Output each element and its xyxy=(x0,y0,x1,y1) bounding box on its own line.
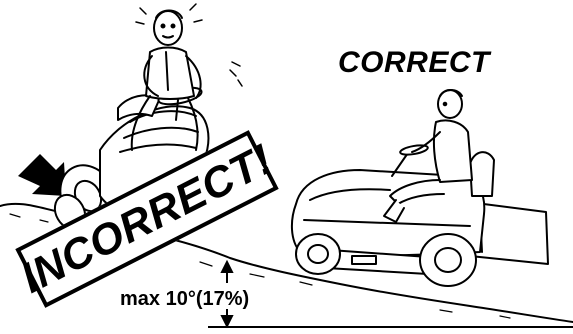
correct-label: CORRECT xyxy=(338,48,490,78)
max-slope-label: max 10°(17%) xyxy=(118,289,251,309)
warning-arrow-icon xyxy=(18,154,66,196)
tractor-rider-correct xyxy=(292,90,548,286)
